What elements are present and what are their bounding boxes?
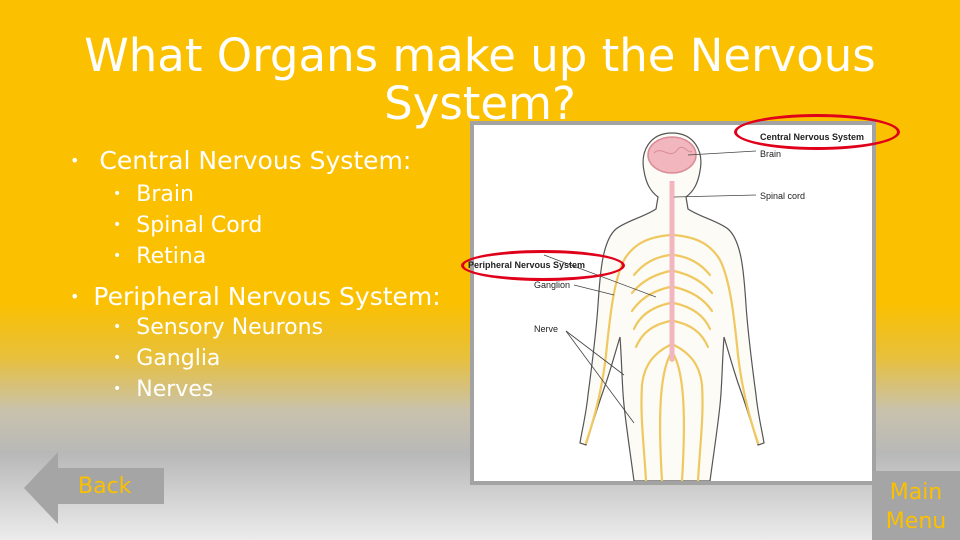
bullet-nerves: • Nerves bbox=[113, 377, 213, 402]
back-button-label: Back bbox=[78, 474, 132, 499]
bullet-cns: • Central Nervous System: bbox=[70, 146, 411, 175]
main-menu-button[interactable] bbox=[872, 471, 960, 540]
nervous-system-diagram: Central Nervous System Brain Spinal cord… bbox=[468, 121, 876, 485]
bullet-dot: • bbox=[113, 319, 122, 335]
bullet-brain: • Brain bbox=[113, 182, 194, 207]
bullet-dot: • bbox=[113, 186, 122, 202]
cns-item-brain: Brain bbox=[136, 182, 194, 207]
cns-item-spinal-cord: Spinal Cord bbox=[136, 213, 263, 238]
label-spinal-cord: Spinal cord bbox=[760, 191, 806, 201]
bullet-dot: • bbox=[113, 381, 122, 397]
cns-heading: Central Nervous System: bbox=[99, 146, 412, 175]
bullet-spinal-cord: • Spinal Cord bbox=[113, 213, 262, 238]
highlight-ring-pns bbox=[461, 250, 625, 281]
body-figure-illustration bbox=[543, 132, 765, 481]
label-ganglion: Ganglion bbox=[534, 280, 571, 290]
cns-item-retina: Retina bbox=[136, 244, 207, 269]
bullet-dot: • bbox=[113, 217, 122, 233]
bullet-dot: • bbox=[70, 151, 80, 170]
highlight-ring-cns bbox=[734, 114, 900, 150]
slide-title: What Organs make up the Nervous System? bbox=[84, 29, 876, 130]
bullet-ganglia: • Ganglia bbox=[113, 346, 220, 371]
pns-item-nerves: Nerves bbox=[136, 377, 214, 402]
label-brain: Brain bbox=[760, 149, 782, 159]
pns-item-sensory-neurons: Sensory Neurons bbox=[136, 315, 324, 340]
label-nerve: Nerve bbox=[534, 324, 559, 334]
pns-heading: Peripheral Nervous System: bbox=[93, 282, 441, 311]
bullet-retina: • Retina bbox=[113, 244, 206, 269]
back-arrow-icon bbox=[24, 452, 164, 524]
bullet-dot: • bbox=[113, 248, 122, 264]
bullet-dot: • bbox=[70, 287, 80, 306]
bullet-sensory-neurons: • Sensory Neurons bbox=[113, 315, 323, 340]
pns-item-ganglia: Ganglia bbox=[136, 346, 221, 371]
bullet-pns: • Peripheral Nervous System: bbox=[70, 282, 441, 311]
back-button[interactable] bbox=[22, 450, 166, 530]
bullet-dot: • bbox=[113, 350, 122, 366]
main-menu-label: Main Menu bbox=[885, 480, 947, 534]
